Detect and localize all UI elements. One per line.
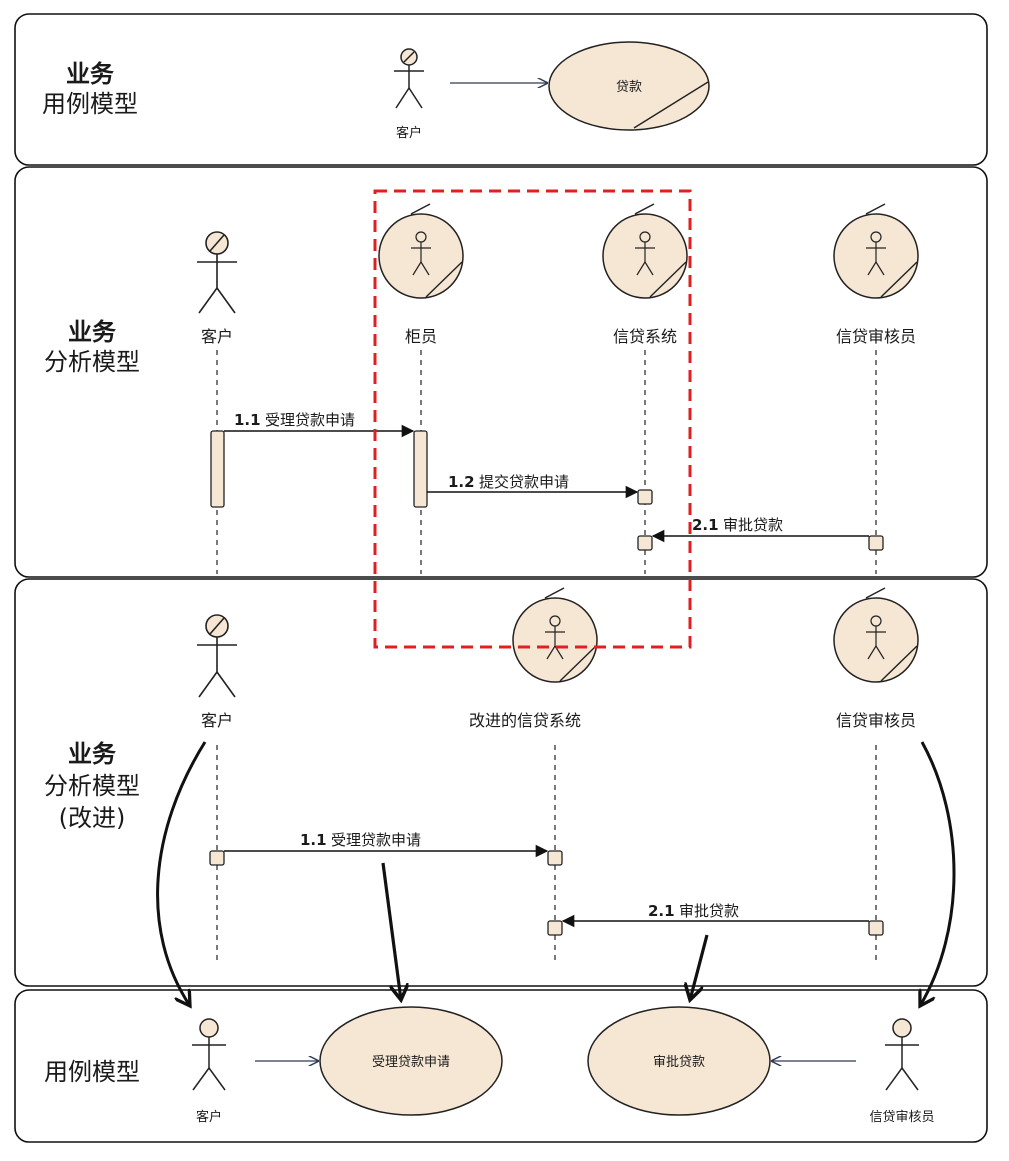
activation-bar <box>547 850 563 866</box>
lifeline-label: 客户 <box>201 327 233 346</box>
message-text: 提交贷款申请 <box>479 473 569 491</box>
usecase-label: 审批贷款 <box>653 1055 705 1070</box>
section-3-title: 业务 <box>68 740 117 768</box>
section-4-subtitle: 用例模型 <box>44 1058 140 1086</box>
activation-bar <box>868 535 884 551</box>
lifeline-label: 柜员 <box>405 327 437 346</box>
section-3-subtitle-2: (改进) <box>59 804 126 832</box>
mapping-arrow <box>381 862 401 1000</box>
section-1-frame <box>14 13 988 166</box>
business-worker-icon <box>602 203 688 299</box>
activation-bar <box>210 430 225 508</box>
lifeline-label: 改进的信贷系统 <box>469 711 581 730</box>
lifeline-label: 客户 <box>201 711 233 730</box>
section-1-title: 业务 <box>66 60 115 88</box>
actor-label: 客户 <box>396 125 422 141</box>
usecase-ellipse <box>587 1006 771 1116</box>
message-text: 审批贷款 <box>723 516 783 534</box>
lifeline-label: 信贷系统 <box>613 327 677 346</box>
section-2-subtitle: 分析模型 <box>44 348 140 376</box>
business-worker-icon <box>833 587 919 683</box>
lifeline-label: 信贷审核员 <box>836 327 916 346</box>
lifeline-label: 信贷审核员 <box>836 711 916 730</box>
message-text: 受理贷款申请 <box>265 411 355 429</box>
section-2-frame <box>14 166 988 578</box>
activation-bar <box>637 535 653 551</box>
section-3-frame <box>14 578 988 987</box>
usecase-label: 受理贷款申请 <box>372 1055 450 1070</box>
business-usecase-label: 贷款 <box>616 80 642 95</box>
activation-bar <box>209 850 225 866</box>
usecase-ellipse <box>319 1006 503 1116</box>
actor-icon <box>885 1018 919 1091</box>
section-3-subtitle: 分析模型 <box>44 772 140 800</box>
message-number: 1.1 <box>234 411 261 429</box>
section-2-title: 业务 <box>68 318 117 346</box>
message-number: 2.1 <box>692 516 719 534</box>
business-worker-icon <box>512 587 598 683</box>
mapping-arrow <box>920 741 956 1006</box>
message-number: 1.2 <box>448 473 475 491</box>
message-text: 受理贷款申请 <box>331 831 421 849</box>
message-text: 审批贷款 <box>679 902 739 920</box>
business-worker-icon <box>378 203 464 299</box>
business-actor-icon <box>197 231 237 314</box>
actor-label: 客户 <box>196 1109 222 1125</box>
message-number: 1.1 <box>300 831 327 849</box>
business-worker-icon <box>833 203 919 299</box>
actor-label: 信贷审核员 <box>869 1110 934 1125</box>
actor-icon <box>192 1018 226 1091</box>
business-actor-icon <box>197 614 237 698</box>
message-number: 2.1 <box>648 902 675 920</box>
mapping-arrow <box>156 741 207 1006</box>
activation-bar <box>637 489 653 505</box>
highlight-box <box>373 189 692 649</box>
business-usecase-ellipse <box>548 41 710 131</box>
mapping-arrow <box>690 934 709 1000</box>
section-1-subtitle: 用例模型 <box>42 90 138 118</box>
activation-bar <box>868 920 884 936</box>
activation-bar <box>547 920 563 936</box>
activation-bar <box>413 430 428 508</box>
actor-icon <box>394 48 424 109</box>
